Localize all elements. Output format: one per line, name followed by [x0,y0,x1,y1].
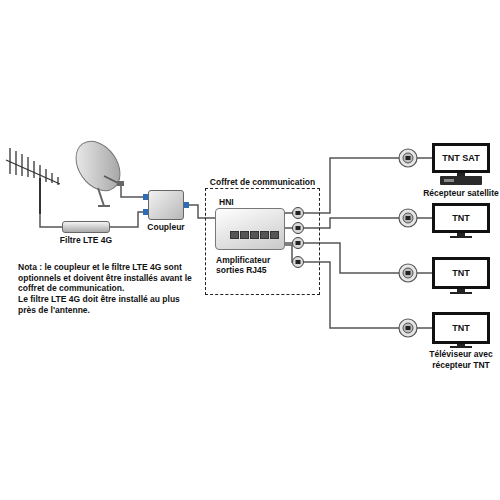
wall-socket [399,264,417,282]
rj45-port [260,231,269,239]
amplifier: HNIAmplificateur sorties RJ45 [215,208,285,250]
rj45-jack [293,208,304,219]
node-label: TNT [452,213,470,224]
terrestrial-antenna [6,148,60,214]
node-label: TNT [452,323,470,334]
node-label: Filtre LTE 4G [60,235,112,245]
node-label: TNT [452,268,470,279]
lte-filter: Filtre LTE 4G [62,221,110,233]
node-label: HNI [219,197,234,207]
rj45-jack [293,238,304,249]
rj45-jack [293,257,304,268]
note-text: Le filtre LTE 4G doit être installé au p… [18,294,200,315]
device-label: Téléviseur avec récepteur TNT [421,349,500,370]
rj45-jack [293,223,304,234]
satellite-receiver [440,176,482,185]
node-label: TNT SAT [442,153,479,164]
coupler: Coupleur [148,190,184,220]
node-label: Coffret de communication [210,177,315,187]
node-caption: Amplificateur sorties RJ45 [216,255,300,275]
tv-screen: TNT SAT [432,143,490,173]
rj45-port [230,231,239,239]
wall-socket [399,209,417,227]
node-label: Coupleur [147,222,184,232]
wall-socket [399,149,417,167]
tv-screen: TNT [432,257,490,289]
coax-cable [285,245,432,328]
rj45-port [270,231,279,239]
tv-screen: TNT [432,203,490,233]
satellite-dish [67,133,129,206]
note-text: Nota : le coupleur et le filtre LTE 4G s… [18,262,200,294]
coax-cable [110,212,148,227]
rj45-port [250,231,259,239]
antenna-cable [40,214,62,227]
tv-screen: TNT [432,312,490,344]
communication-box: Coffret de communicationHNIAmplificateur… [205,188,320,295]
device-label: Récepteur satellite [423,188,499,199]
rj45-port [240,231,249,239]
note-block: Nota : le coupleur et le filtre LTE 4G s… [18,262,200,315]
wall-socket [399,319,417,337]
